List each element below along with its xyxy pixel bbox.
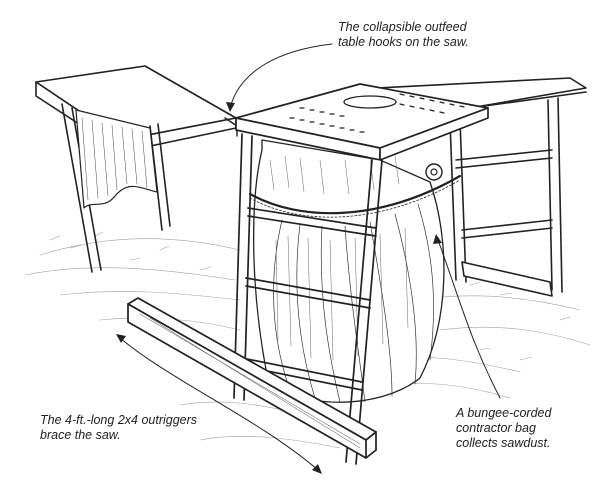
outrigger-2x4 <box>127 297 377 459</box>
callout-outfeed-line-1: The collapsible outfeed <box>338 20 467 34</box>
table-saw-top <box>235 83 489 161</box>
callout-bag-line-2: contractor bag <box>456 421 536 435</box>
callout-bag-line-1: A bungee-corded <box>456 406 552 420</box>
callout-outfeed-line-2: table hooks on the saw. <box>338 35 469 49</box>
callout-outriggers: The 4-ft.-long 2x4 outriggers brace the … <box>40 413 197 443</box>
callout-outriggers-line-1: The 4-ft.-long 2x4 outriggers <box>40 413 198 427</box>
contractor-bag <box>248 139 462 403</box>
leader-bag <box>437 239 501 399</box>
callout-outriggers-line-2: brace the saw. <box>40 428 121 442</box>
callout-bag-line-3: collects sawdust. <box>456 436 551 450</box>
callout-leaders <box>116 43 501 474</box>
side-extension-table <box>377 77 587 297</box>
leader-outrigger <box>119 337 319 471</box>
outfeed-table <box>35 65 238 273</box>
callout-outfeed-table: The collapsible outfeed table hooks on t… <box>338 20 469 50</box>
leader-outfeed <box>229 43 333 109</box>
saw-stand-frame <box>233 133 383 465</box>
callout-contractor-bag: A bungee-corded contractor bag collects … <box>456 406 551 451</box>
